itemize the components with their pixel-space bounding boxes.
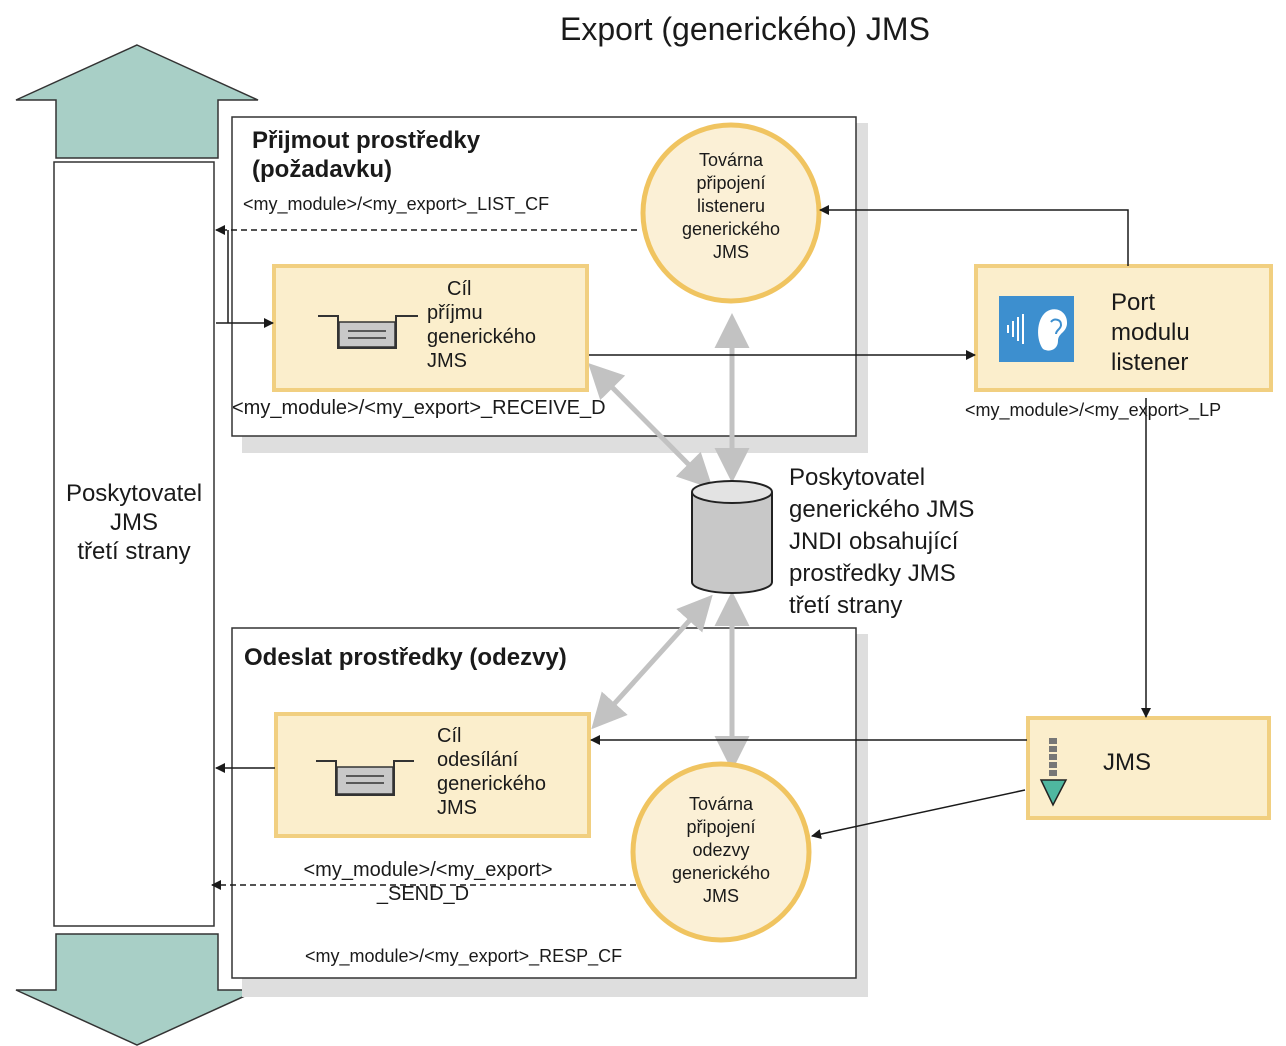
ear-icon: [999, 296, 1074, 362]
response-factory-label-line: JMS: [703, 886, 739, 906]
up-arrow-icon: [15, 44, 259, 159]
provider-column-bar: [53, 161, 215, 927]
provider-label-line: JMS: [110, 508, 158, 536]
receive-section-title-line: (požadavku): [252, 155, 393, 183]
listener-port-label-line: modulu: [1111, 319, 1190, 346]
listener-port-box: [974, 264, 1273, 392]
listener-factory-label-line: generického: [681, 219, 781, 239]
jndi-label-line: JNDI obsahující: [789, 528, 959, 555]
provider-label-line: Poskytovatel: [65, 480, 203, 507]
page-title: Export (generického) JMS: [560, 11, 930, 47]
receive-destination-label-line: generického: [427, 326, 536, 348]
listener-factory-label-line: JMS: [713, 242, 749, 262]
listener-factory-label-line: listeneru: [696, 196, 766, 216]
listener-factory-label-line: Továrna: [698, 150, 764, 170]
connector-arrows: [211, 205, 1151, 890]
jndi-label-line: Poskytovatel: [789, 464, 926, 491]
jms-queue-icon: [1039, 738, 1068, 807]
provider-label-line: třetí strany: [77, 537, 191, 565]
response-factory-circle: [630, 761, 812, 943]
send-d-label-line: <my_module>/<my_export>: [303, 859, 553, 881]
response-factory-label-line: generického: [671, 863, 771, 883]
receive-destination-box: [272, 264, 589, 392]
receive-destination-label-line: JMS: [427, 350, 467, 372]
receive-destination-label-line: Cíl: [447, 278, 472, 300]
receive-destination-label-line: příjmu: [427, 302, 483, 324]
listener-factory-label: Továrna připojení listeneru generického …: [671, 149, 791, 264]
response-factory-label-line: připojení: [686, 817, 756, 837]
send-destination-label-line: odesílání: [437, 749, 519, 771]
listener-port-label: Port modulu listener: [1111, 288, 1190, 378]
jndi-label-line: prostředky JMS: [789, 560, 956, 587]
send-destination-label-line: generického: [437, 773, 546, 795]
list-cf-label: <my_module>/<my_export>_LIST_CF: [243, 194, 550, 214]
send-d-label-line: _SEND_D: [376, 883, 470, 905]
resp-cf-label: <my_module>/<my_export>_RESP_CF: [305, 946, 623, 966]
jms-box-label: JMS: [1103, 749, 1151, 776]
response-factory-label-line: odezvy: [692, 840, 750, 860]
listener-port-label-line: Port: [1111, 289, 1156, 316]
jndi-label: Poskytovatel generického JMS JNDI obsahu…: [789, 462, 974, 622]
jndi-links: [588, 313, 750, 771]
send-destination-label-line: JMS: [437, 797, 477, 819]
provider-column: [15, 44, 259, 1046]
provider-label: Poskytovatel JMS třetí strany: [54, 480, 214, 566]
send-destination-box: [274, 712, 591, 838]
receive-section-title: Přijmout prostředky (požadavku): [252, 127, 480, 185]
send-destination-label: Cíl odesílání generického JMS: [437, 724, 546, 820]
jndi-label-line: třetí strany: [789, 592, 903, 619]
receive-d-label: <my_module>/<my_export>_RECEIVE_D: [232, 397, 606, 419]
listener-factory-label-line: připojení: [696, 173, 766, 193]
listener-port-label-line: listener: [1111, 349, 1189, 376]
database-icon: [691, 480, 773, 594]
send-section-title: Odeslat prostředky (odezvy): [244, 644, 567, 671]
send-d-label: <my_module>/<my_export> _SEND_D: [258, 858, 598, 906]
lp-label: <my_module>/<my_export>_LP: [965, 400, 1222, 420]
send-destination-label-line: Cíl: [437, 725, 462, 747]
jndi-label-line: generického JMS: [789, 496, 975, 523]
receive-section-title-line: Přijmout prostředky: [252, 127, 481, 154]
down-arrow-icon: [15, 933, 259, 1046]
queue-icon: [316, 760, 414, 796]
jms-box: [1026, 716, 1271, 820]
queue-icon: [318, 315, 418, 349]
receive-destination-label: Cíl příjmu generického JMS: [427, 277, 536, 373]
response-factory-label: Továrna připojení odezvy generického JMS: [661, 793, 781, 908]
response-factory-label-line: Továrna: [688, 794, 754, 814]
